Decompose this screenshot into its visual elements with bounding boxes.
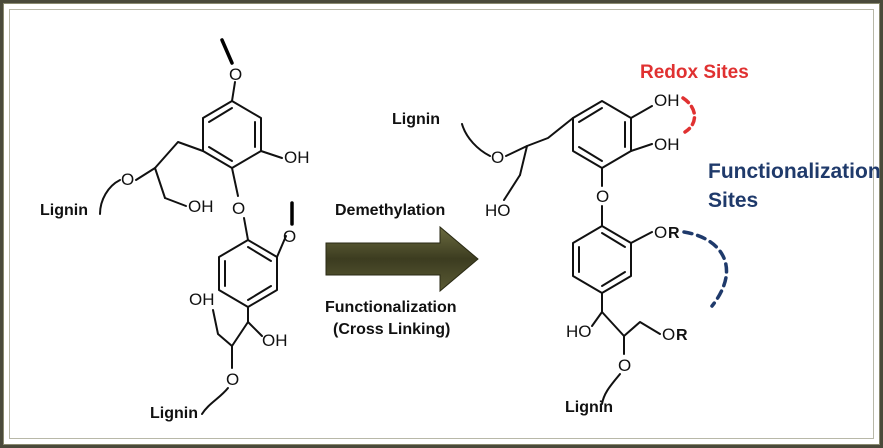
bond-ring-or: [630, 231, 653, 244]
right-ho-chain: HO: [566, 322, 592, 341]
bond-ch2-right: [519, 145, 528, 176]
left-molecule: O OH OH O Lignin O O OH OH: [40, 38, 310, 422]
right-oh-second: OH: [654, 135, 680, 154]
redox-sites-label: Redox Sites: [640, 62, 749, 83]
bond-ch2-oh: [164, 197, 187, 207]
bond-lignin-left: [99, 179, 121, 215]
methyl-1: [220, 38, 234, 65]
reaction-arrow: [325, 225, 479, 293]
left-lignin-label: Lignin: [40, 202, 88, 219]
right-o-ether: O: [491, 148, 504, 167]
bond-lignin-top: [461, 123, 491, 157]
left-chain: [212, 309, 249, 347]
left-o-methoxy2: O: [283, 227, 296, 246]
left-oh-chain-top: OH: [189, 290, 215, 309]
right-oh-top: OH: [654, 91, 680, 110]
right-lignin-top-label: Lignin: [392, 111, 440, 128]
right-or-chain-r: R: [676, 327, 688, 344]
bond-lignin-bottom-right: [601, 373, 621, 405]
demethylation-label: Demethylation: [335, 202, 445, 219]
cross-linking-label: (Cross Linking): [333, 321, 450, 338]
left-oh-ring: OH: [284, 148, 310, 167]
right-side-chain: [505, 117, 574, 157]
right-or-chain-o: O: [662, 325, 675, 344]
right-or-ring-r: R: [668, 225, 680, 242]
left-o-link: O: [232, 199, 245, 218]
bond-methoxy-1: [231, 81, 236, 102]
left-top-ring: [202, 100, 262, 169]
right-lignin-bottom-label: Lignin: [565, 399, 613, 416]
reaction-arrow-group: Demethylation Functionalization (Cross L…: [325, 202, 479, 338]
left-o-top: O: [229, 65, 242, 84]
bond-methoxy-2: [276, 235, 287, 258]
functionalization-sites-label-2: Sites: [708, 189, 758, 212]
left-side-chain: [135, 141, 204, 181]
left-o-ether: O: [121, 170, 134, 189]
right-ho-side: HO: [485, 201, 511, 220]
bond-o-ring2: [243, 217, 249, 241]
bond-ring-oh: [260, 150, 283, 159]
left-o-chain-bottom: O: [226, 370, 239, 389]
functionalization-sites-label-1: Functionalization: [708, 160, 881, 183]
bond-aryl-o: [231, 167, 239, 197]
right-molecule: OH OH O Lignin HO O O R HO O R O: [392, 91, 688, 416]
functionalization-label: Functionalization: [325, 299, 457, 316]
right-bottom-ring: [572, 225, 632, 294]
left-lignin-bottom-label: Lignin: [150, 405, 198, 422]
right-top-ring: [572, 100, 632, 169]
figure-inner-border: [9, 9, 874, 439]
bond-chain-ho: [591, 311, 603, 327]
left-bottom-ring: [218, 239, 278, 308]
right-chain: [601, 311, 661, 337]
functionalization-annotation: Functionalization Sites: [682, 160, 881, 308]
right-o-chain-bottom: O: [618, 356, 631, 375]
right-o-link: O: [596, 187, 609, 206]
bond-lignin-bottom: [201, 387, 229, 415]
left-oh-chain-right: OH: [262, 331, 288, 350]
bond-ring-oh-second: [630, 143, 653, 152]
redox-annotation: Redox Sites: [640, 62, 749, 134]
bond-ch2-ho: [503, 174, 521, 201]
right-or-ring-o: O: [654, 223, 667, 242]
redox-dashed-arc: [681, 96, 697, 134]
functionalization-dashed-arc: [682, 230, 729, 308]
bond-ch2: [154, 167, 166, 199]
bond-chain-oh: [247, 321, 263, 337]
left-oh-side: OH: [188, 197, 214, 216]
bond-ring-oh-top: [630, 105, 653, 119]
